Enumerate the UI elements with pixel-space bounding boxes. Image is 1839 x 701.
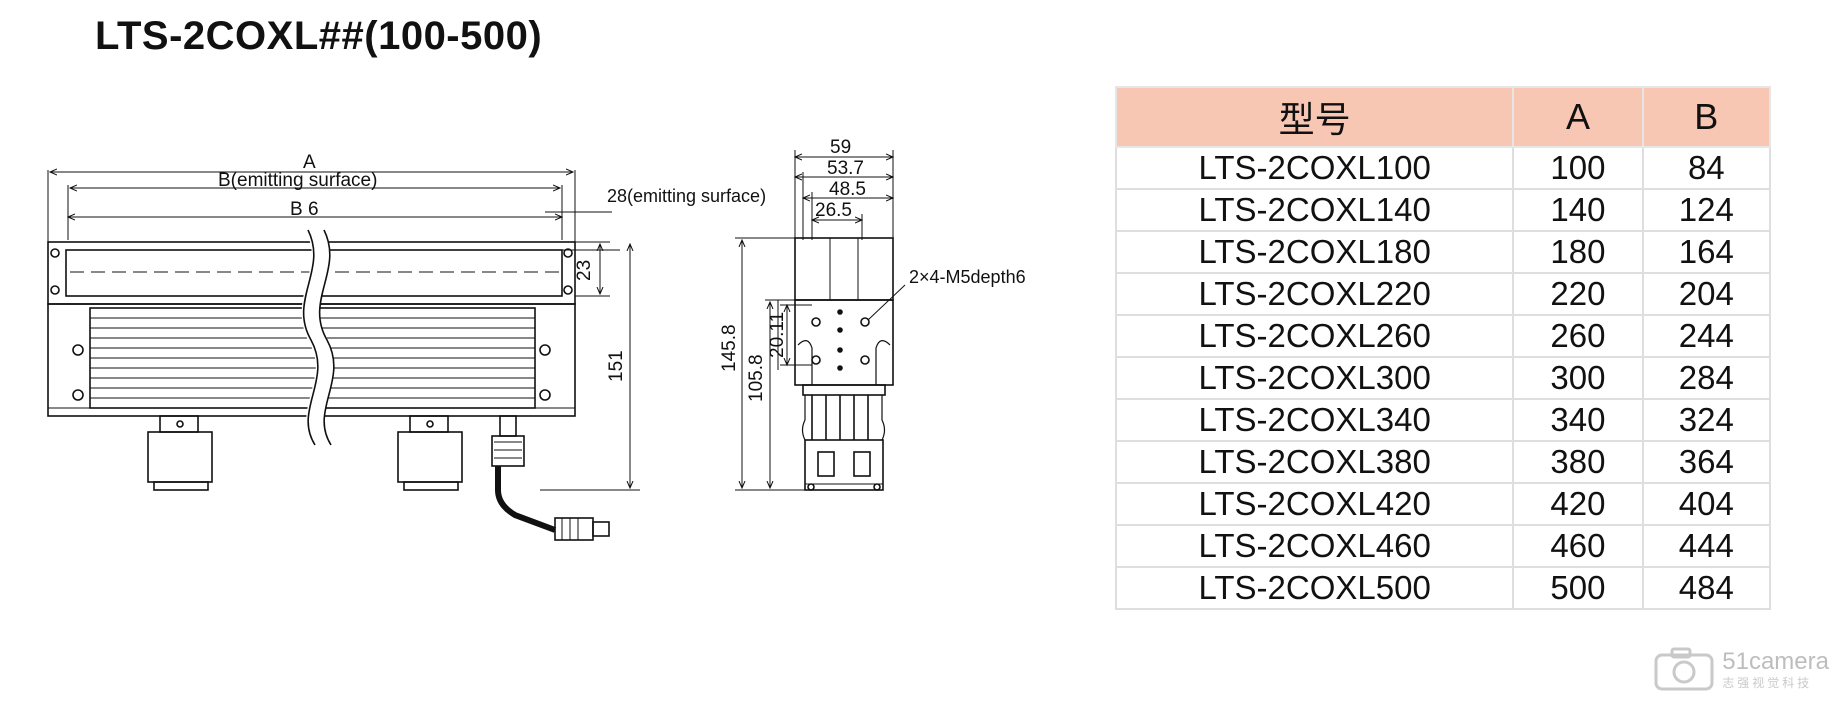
cell-model: LTS-2COXL100 bbox=[1114, 146, 1515, 190]
cell-a: 180 bbox=[1512, 230, 1644, 274]
mount-bracket-left bbox=[147, 415, 213, 491]
front-view bbox=[47, 170, 640, 541]
cell-a: 460 bbox=[1512, 524, 1644, 568]
header-model: 型号 bbox=[1114, 86, 1515, 148]
cell-model: LTS-2COXL420 bbox=[1114, 482, 1515, 526]
cell-a: 260 bbox=[1512, 314, 1644, 358]
cable-connector bbox=[491, 415, 610, 541]
dim-a-label: A bbox=[303, 152, 316, 173]
page-title: LTS-2COXL##(100-500) bbox=[95, 14, 543, 58]
cell-model: LTS-2COXL180 bbox=[1114, 230, 1515, 274]
cell-model: LTS-2COXL340 bbox=[1114, 398, 1515, 442]
dim-emitting-height-label: 28(emitting surface) bbox=[607, 186, 766, 206]
cell-b: 444 bbox=[1641, 524, 1772, 568]
cell-a: 220 bbox=[1512, 272, 1644, 316]
header-b: B bbox=[1641, 86, 1772, 148]
cell-a: 340 bbox=[1512, 398, 1644, 442]
cell-b: 164 bbox=[1641, 230, 1772, 274]
cell-a: 380 bbox=[1512, 440, 1644, 484]
cell-b: 404 bbox=[1641, 482, 1772, 526]
dim-53-7-label: 53.7 bbox=[827, 158, 864, 179]
cell-model: LTS-2COXL500 bbox=[1114, 566, 1515, 610]
dim-26-5-label: 26.5 bbox=[815, 200, 852, 221]
table-header-row: 型号 A B bbox=[1114, 86, 1772, 148]
cell-model: LTS-2COXL140 bbox=[1114, 188, 1515, 232]
cell-a: 300 bbox=[1512, 356, 1644, 400]
cell-model: LTS-2COXL460 bbox=[1114, 524, 1515, 568]
dim-151-label: 151 bbox=[606, 350, 627, 382]
dim-59-label: 59 bbox=[830, 137, 851, 158]
dim-20-11-label: 20.11 bbox=[767, 312, 788, 358]
camera-logo-icon bbox=[1654, 647, 1714, 691]
hole-note-label: 2×4-M5depth6 bbox=[909, 267, 1026, 287]
cell-a: 500 bbox=[1512, 566, 1644, 610]
cell-model: LTS-2COXL300 bbox=[1114, 356, 1515, 400]
cell-b: 364 bbox=[1641, 440, 1772, 484]
watermark-sub-text: 志强视觉科技 bbox=[1722, 675, 1813, 690]
cell-b: 244 bbox=[1641, 314, 1772, 358]
cell-a: 420 bbox=[1512, 482, 1644, 526]
mount-bracket-right bbox=[397, 415, 463, 491]
cell-b: 324 bbox=[1641, 398, 1772, 442]
dim-23-label: 23 bbox=[574, 260, 595, 281]
side-view bbox=[735, 150, 906, 491]
cell-b: 84 bbox=[1641, 146, 1772, 190]
cell-model: LTS-2COXL260 bbox=[1114, 314, 1515, 358]
cell-b: 284 bbox=[1641, 356, 1772, 400]
dim-48-5-label: 48.5 bbox=[829, 179, 866, 200]
cell-b: 484 bbox=[1641, 566, 1772, 610]
technical-drawing: A B(emitting surface) B 6 28(emitting su… bbox=[47, 137, 1026, 541]
cell-model: LTS-2COXL220 bbox=[1114, 272, 1515, 316]
cell-b: 124 bbox=[1641, 188, 1772, 232]
dim-b6-label: B 6 bbox=[290, 199, 319, 220]
watermark: 51camera 志强视觉科技 bbox=[1654, 647, 1829, 691]
watermark-main-text: 51camera bbox=[1722, 647, 1829, 675]
cell-a: 140 bbox=[1512, 188, 1644, 232]
dim-105-8-label: 105.8 bbox=[746, 354, 767, 402]
dim-145-8-label: 145.8 bbox=[719, 324, 740, 372]
header-a: A bbox=[1512, 86, 1644, 148]
dim-b-emitting-label: B(emitting surface) bbox=[218, 170, 377, 191]
cell-b: 204 bbox=[1641, 272, 1772, 316]
cell-a: 100 bbox=[1512, 146, 1644, 190]
cell-model: LTS-2COXL380 bbox=[1114, 440, 1515, 484]
